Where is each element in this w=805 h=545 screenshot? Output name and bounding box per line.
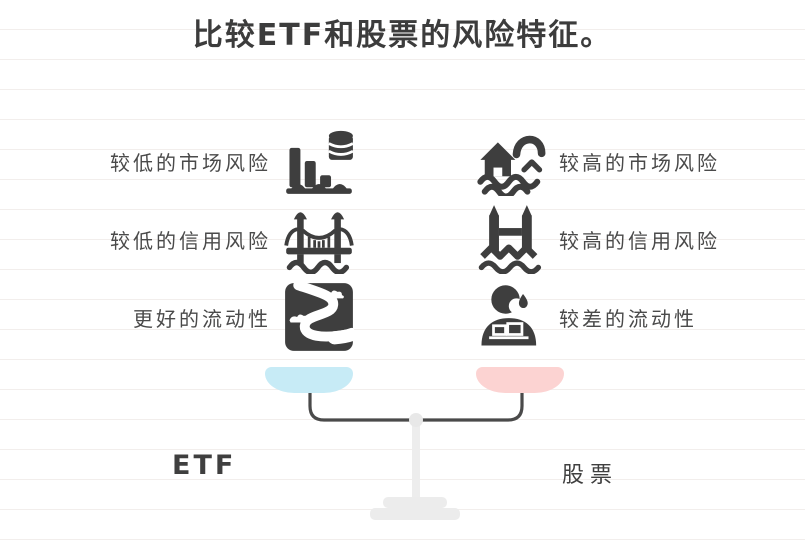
etf-side-label: ETF [172,450,237,481]
list-item: 较差的流动性 [476,278,776,356]
stock-side-label: 股票 [562,463,619,488]
scale-pivot [409,413,423,427]
person-sweat-icon [476,282,546,352]
bar-chart-coins-wave-icon [284,126,354,196]
item-label: 较低的市场风险 [110,150,271,175]
list-item: 较高的市场风险 [476,122,776,200]
page-title: 比较ETF和股票的风险特征。 [192,18,613,53]
castle-flood-icon [476,204,546,274]
bridge-icon [284,204,354,274]
list-item: 更好的流动性 [58,278,354,356]
list-item: 较高的信用风险 [476,200,776,278]
scale-stand-rod [412,420,420,505]
item-label: 较低的信用风险 [110,228,271,253]
list-item: 较低的市场风险 [58,122,354,200]
house-flood-wave-icon [476,126,546,196]
item-label: 更好的流动性 [133,306,271,331]
left-column-etf-traits: 较低的市场风险 较低的信用风险 [58,122,354,356]
scale-pan-etf [265,367,353,393]
scale-pan-stock [476,367,564,393]
scale-base-lower [370,508,460,520]
item-label: 较高的市场风险 [559,150,720,175]
list-item: 较低的信用风险 [58,200,354,278]
winding-river-icon [284,282,354,352]
scale-base-upper [383,497,447,508]
item-label: 较差的流动性 [559,306,697,331]
right-column-stock-traits: 较高的市场风险 较高的信用风险 [476,122,776,356]
item-label: 较高的信用风险 [559,228,720,253]
scale-beam [308,387,524,422]
